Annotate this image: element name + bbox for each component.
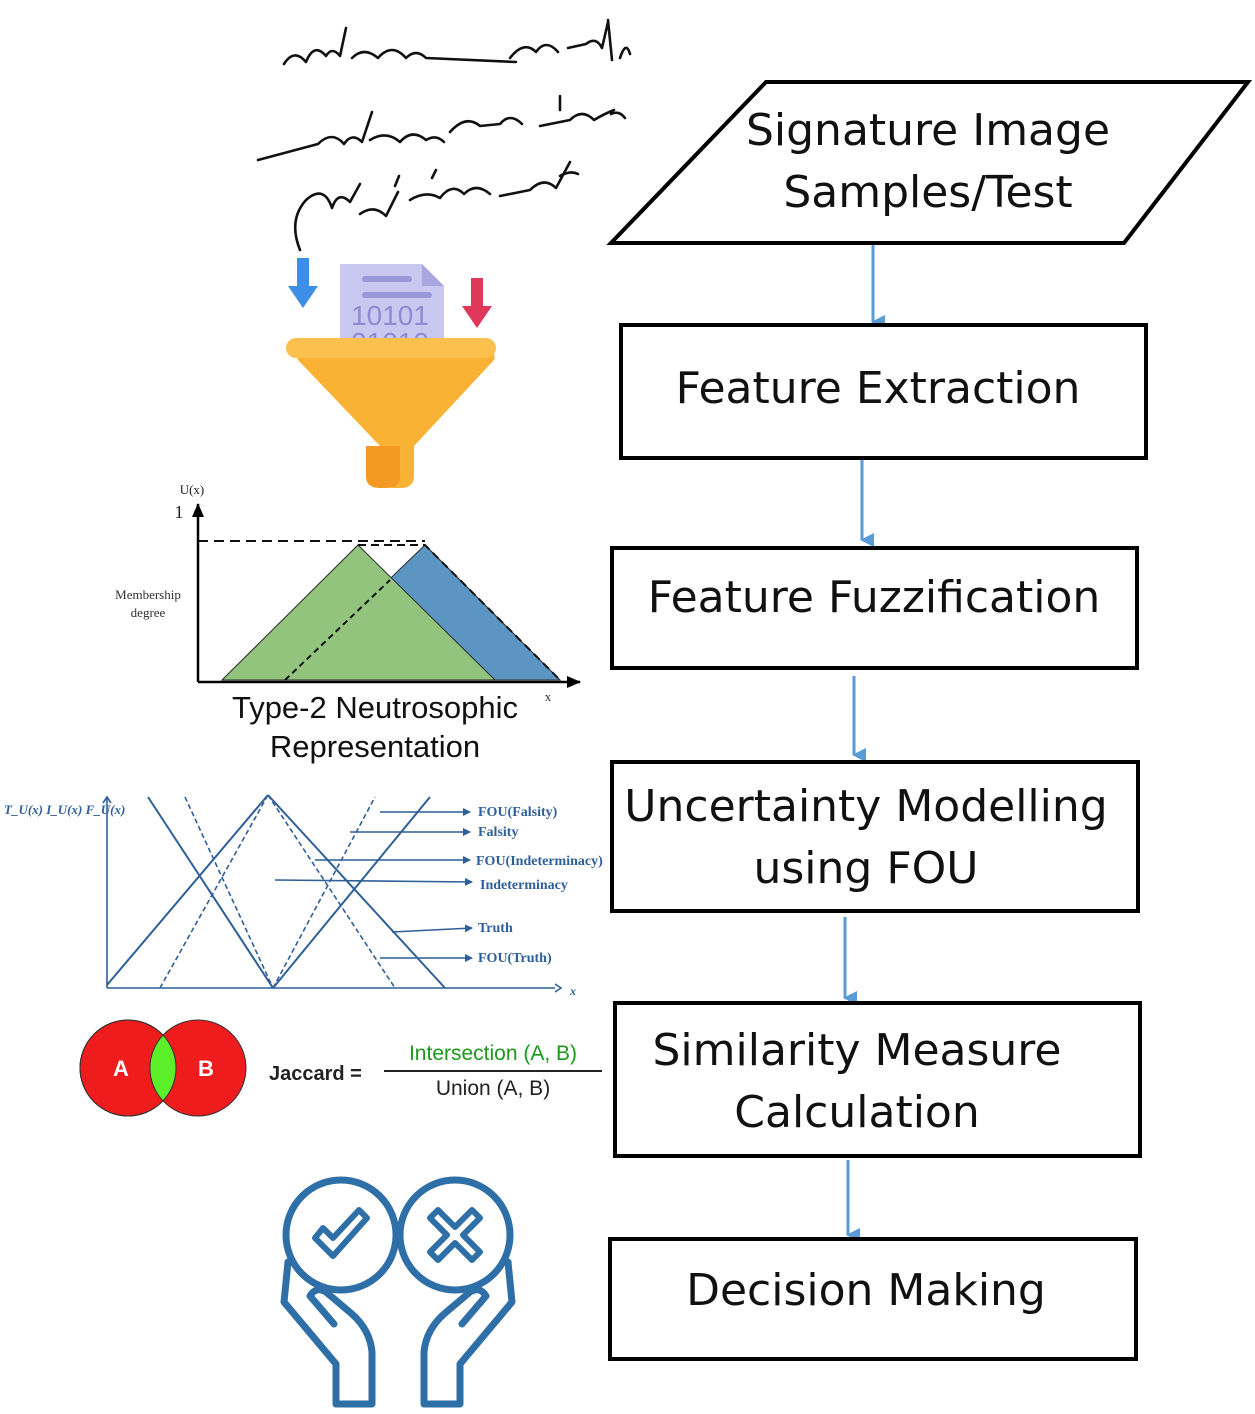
step-decision: Decision Making [608,1237,1138,1361]
jaccard-numerator: Intersection (A, B) [409,1042,577,1065]
cross-circle-icon [396,1176,514,1294]
decision-hands-icon [280,1176,516,1408]
step-input: Signature Image Samples/Test [606,80,1253,245]
cross-icon [427,1207,483,1263]
input-label-line2: Samples/Test [783,167,1072,218]
arrow-down-blue-icon [288,258,318,308]
jaccard-prefix: Jaccard = [269,1063,362,1085]
document-icon [340,264,444,360]
decision-box [608,1237,1138,1361]
funnel-body-icon [295,352,495,488]
membership-caption-line2: Representation [270,729,480,764]
signature-line-1 [282,18,632,66]
right-hand-icon [420,1258,516,1408]
step-extract: Feature Extraction [619,323,1148,460]
uncertainty-label-line1: Uncertainty Modelling [624,781,1107,832]
fou-label-fou-truth: FOU(Truth) [478,951,552,966]
venn-label-b: B [198,1056,214,1081]
signature-samples [256,18,632,252]
step-similarity: Similarity Measure Calculation [613,1001,1142,1158]
left-hand-icon [280,1258,376,1408]
signature-line-2 [256,94,627,162]
green-fuzzy-set [220,544,497,681]
uncertainty-box [610,760,1140,913]
fuzzify-box [610,546,1139,670]
input-parallelogram [606,80,1253,245]
similarity-label-line2: Calculation [734,1087,979,1138]
fou-x-label: x [569,984,576,998]
arrow-down-red-icon [462,278,492,328]
fou-label-falsity: Falsity [478,825,518,840]
membership-x-label: x [545,689,552,704]
fou-y-label: T_U(x) I_U(x) F_U(x) [4,802,125,817]
membership-caption-line1: Type-2 Neutrosophic [232,690,518,725]
membership-y-max: 1 [175,502,184,522]
check-circle-icon [282,1176,400,1294]
extract-box [619,323,1148,460]
check-icon [312,1207,370,1259]
jaccard-denominator: Union (A, B) [436,1077,550,1100]
fou-label-fou-falsity: FOU(Falsity) [478,805,558,820]
membership-degree-line2: degree [131,605,166,620]
step-uncertainty: Uncertainty Modelling using FOU [610,760,1140,913]
fou-label-indeterminacy: Indeterminacy [480,878,568,893]
decision-label: Decision Making [686,1265,1046,1316]
signature-line-3 [293,160,580,252]
venn-label-a: A [113,1056,129,1081]
fou-chart [102,794,563,993]
fou-label-truth: Truth [478,921,513,936]
fou-label-fou-indeterminacy: FOU(Indeterminacy) [476,854,603,869]
step-fuzzify: Feature Fuzzification [610,546,1139,670]
membership-degree-line1: Membership [115,587,181,602]
similarity-box [613,1001,1142,1158]
funnel-digits-1: 10101 [351,300,429,331]
uncertainty-label-line2: using FOU [754,843,979,894]
input-label-line1: Signature Image [746,105,1110,156]
fuzzify-label: Feature Fuzzification [648,572,1101,623]
membership-chart: U(x) 1 Membership degree x Type-2 Neutro… [115,482,581,764]
extract-label: Feature Extraction [676,363,1081,414]
funnel-icon: 10101 01010 [286,258,496,488]
membership-y-label: U(x) [180,482,205,497]
similarity-label-line1: Similarity Measure [652,1025,1061,1076]
jaccard-formula: Jaccard = Intersection (A, B) Union (A, … [269,1042,602,1100]
venn-diagram: A B [79,1019,247,1117]
fou-labels: T_U(x) I_U(x) F_U(x) x FOU(Falsity) Fals… [4,802,603,998]
